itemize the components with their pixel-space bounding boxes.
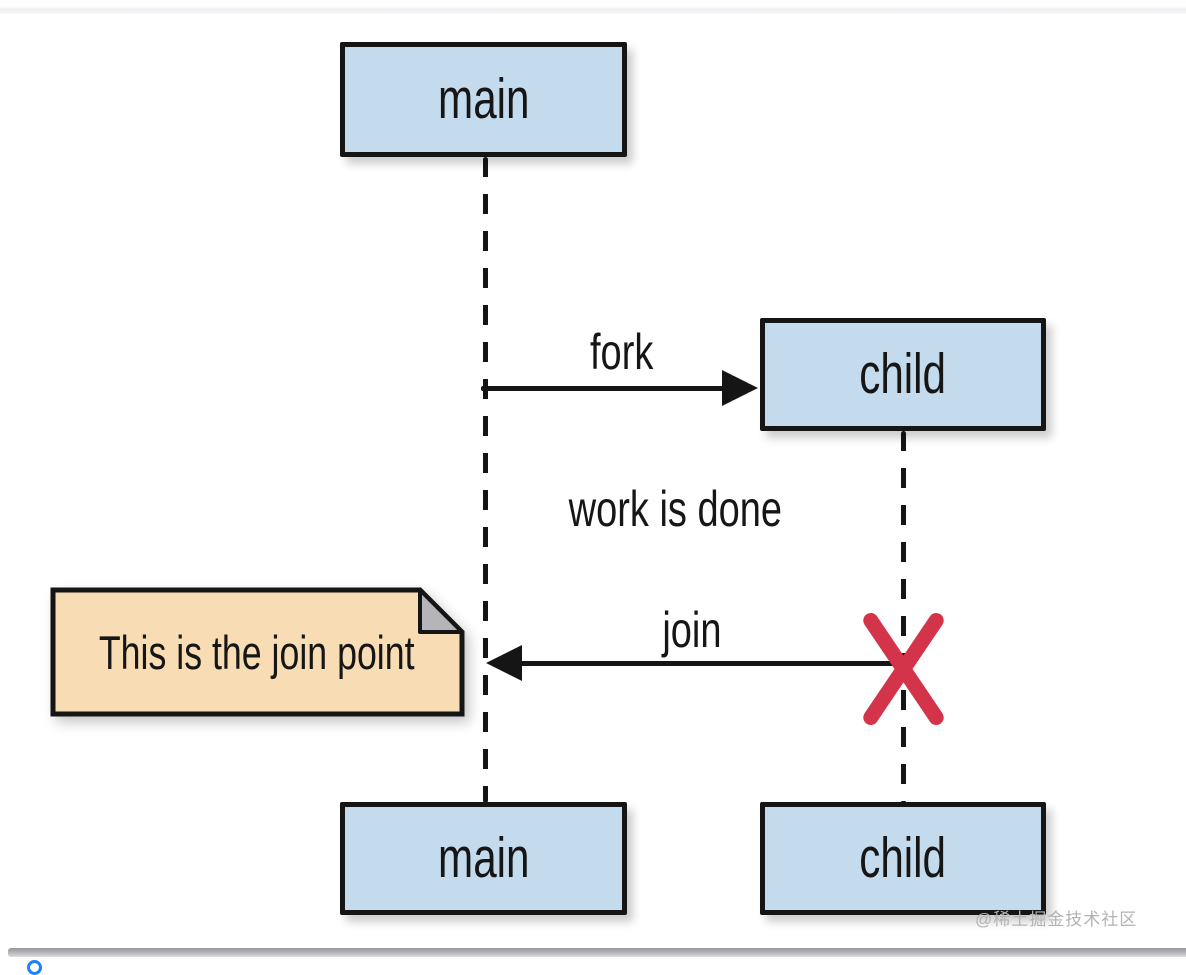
- join-message-text: join: [662, 602, 722, 658]
- note-fold-corner: [418, 588, 464, 634]
- work-done-text: work is done: [568, 481, 782, 537]
- fork-message-label: fork: [542, 327, 702, 377]
- actor-box-main-top: main: [340, 42, 627, 157]
- join-arrow-line: [520, 661, 904, 666]
- actor-label-main-top: main: [437, 67, 530, 131]
- actor-box-child-top: child: [760, 318, 1046, 431]
- join-arrowhead-icon: [486, 645, 522, 681]
- fork-arrow-line: [481, 386, 727, 391]
- fork-arrowhead-icon: [722, 370, 758, 406]
- note-text: This is the join point: [99, 625, 415, 679]
- fork-message-text: fork: [590, 324, 654, 380]
- actor-label-child-bottom: child: [859, 826, 947, 890]
- note-body: [50, 587, 465, 717]
- bottom-edge-band: [8, 948, 1186, 957]
- note-label: This is the join point: [58, 598, 456, 706]
- join-message-label: join: [612, 605, 772, 655]
- lifeline-main: [483, 157, 488, 803]
- work-done-label: work is done: [525, 483, 825, 535]
- actor-label-main-bottom: main: [437, 826, 530, 890]
- note-shape: [50, 587, 465, 717]
- actor-box-child-bottom: child: [760, 802, 1046, 915]
- top-edge-band: [0, 0, 1186, 14]
- watermark: @稀土掘金技术社区: [975, 910, 1138, 929]
- actor-box-main-bottom: main: [340, 802, 627, 915]
- lifeline-child: [901, 431, 906, 803]
- actor-label-child-top: child: [859, 342, 947, 406]
